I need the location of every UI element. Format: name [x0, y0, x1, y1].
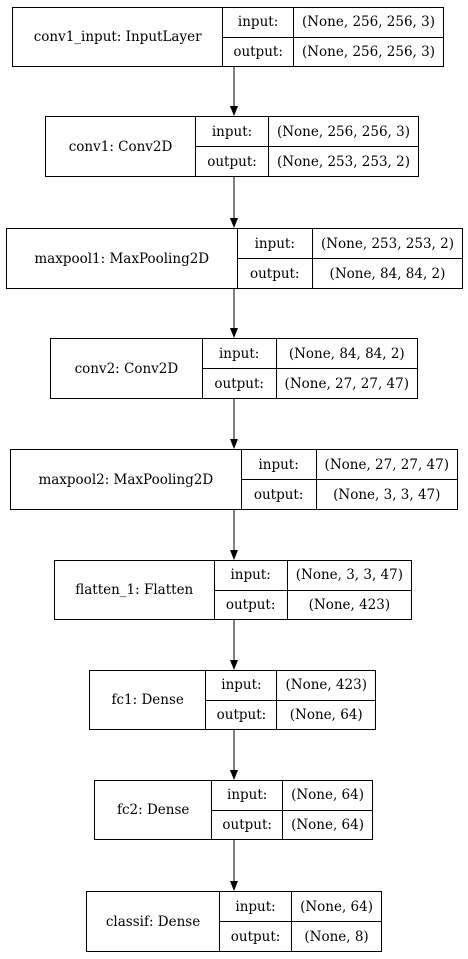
input-shape: (None, 256, 256, 3) [301, 14, 435, 31]
layer-name: conv1_input: InputLayer [13, 8, 224, 66]
output-label: output: [212, 809, 283, 840]
layer-name: classif: Dense [87, 892, 221, 951]
output-shape: (None, 27, 27, 47) [276, 368, 417, 398]
arrowhead-icon [230, 439, 238, 449]
input-label: input: [235, 898, 276, 915]
output-shape: (None, 253, 253, 2) [268, 146, 418, 176]
layer-name: fc1: Dense [90, 671, 207, 729]
layer-node: conv1: Conv2D input: output: (None, 256, 25… [45, 116, 419, 177]
arrowhead-icon [230, 660, 238, 670]
input-label: input: [227, 787, 268, 804]
input-shape: (None, 27, 27, 47) [324, 456, 449, 473]
input-shape: (None, 84, 84, 2) [288, 345, 405, 362]
input-label: input: [218, 345, 260, 362]
arrowhead-icon [230, 106, 238, 116]
layer-name: maxpool1: MaxPooling2D [7, 229, 238, 288]
input-label: input: [237, 14, 279, 31]
layer-name: maxpool2: MaxPooling2D [11, 450, 242, 509]
output-shape: (None, 256, 256, 3) [293, 36, 443, 67]
output-label: output: [237, 258, 312, 288]
output-shape: (None, 64) [283, 809, 372, 840]
layer-name: conv1: Conv2D [46, 117, 197, 176]
output-label: output: [220, 921, 292, 951]
input-shape: (None, 3, 3, 47) [295, 567, 403, 584]
arrowhead-icon [230, 550, 238, 560]
input-label: input: [258, 456, 299, 473]
arrowhead-icon [230, 328, 238, 338]
input-shape: (None, 423) [285, 677, 367, 694]
output-shape: (None, 8) [292, 921, 381, 951]
arrowhead-icon [230, 881, 238, 891]
output-label: output: [223, 36, 293, 67]
layer-node: fc1: Dense input: output: (None, 423) (None,… [89, 670, 376, 730]
output-label: output: [196, 146, 268, 176]
output-label: output: [241, 479, 316, 509]
arrowhead-icon [230, 218, 238, 228]
input-label: input: [211, 123, 253, 140]
input-shape: (None, 64) [300, 898, 373, 915]
output-shape: (None, 3, 3, 47) [316, 479, 457, 509]
output-label: output: [206, 699, 277, 730]
input-shape: (None, 64) [291, 787, 364, 804]
input-label: input: [254, 235, 295, 252]
layer-name: flatten_1: Flatten [55, 561, 215, 619]
output-shape: (None, 84, 84, 2) [312, 258, 462, 288]
input-shape: (None, 253, 253, 2) [320, 235, 454, 252]
layer-node: classif: Dense input: output: (None, 64) (No… [86, 891, 382, 952]
input-label: input: [221, 677, 262, 694]
layer-name: conv2: Conv2D [51, 339, 203, 398]
input-label: input: [230, 567, 271, 584]
output-shape: (None, 423) [287, 589, 411, 620]
output-label: output: [214, 589, 287, 620]
output-shape: (None, 64) [277, 699, 375, 730]
layer-node: conv2: Conv2D input: output: (None, 84, 84,… [50, 338, 418, 399]
layer-name: fc2: Dense [95, 781, 213, 839]
input-shape: (None, 256, 256, 3) [276, 123, 410, 140]
output-label: output: [202, 368, 276, 398]
arrowhead-icon [230, 770, 238, 780]
layer-node: flatten_1: Flatten input: output: (None, 3,… [54, 560, 412, 620]
